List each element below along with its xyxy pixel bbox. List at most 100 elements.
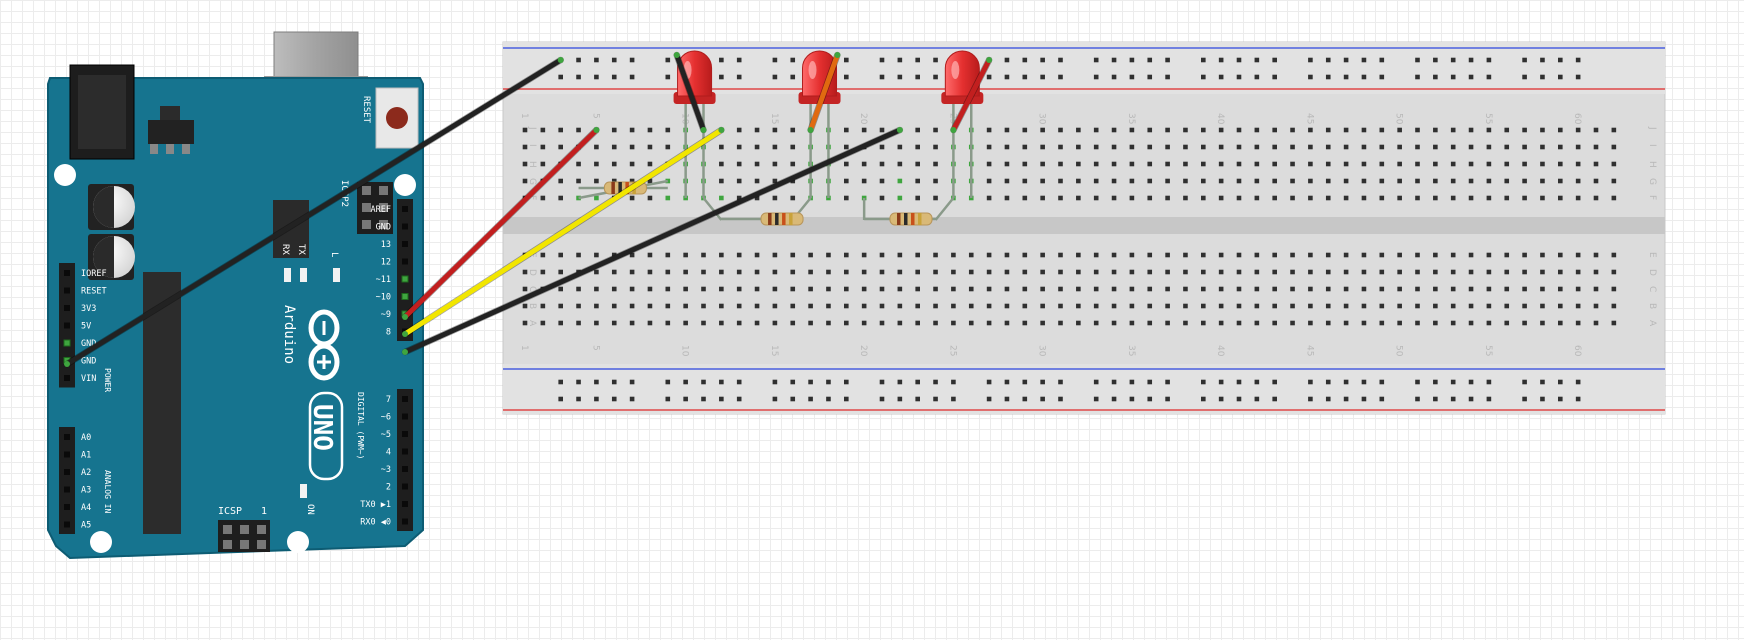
- breadboard-hole: [1397, 269, 1402, 275]
- rail-hole: [1022, 57, 1028, 63]
- breadboard-hole: [1129, 161, 1135, 167]
- digital-high-pin[interactable]: [402, 241, 408, 247]
- rail-hole: [933, 57, 938, 63]
- breadboard-hole: [736, 195, 742, 201]
- rail-hole: [790, 379, 796, 385]
- rail-hole: [1468, 57, 1474, 63]
- breadboard-hole: [1522, 252, 1527, 258]
- breadboard-hole: [1290, 303, 1295, 309]
- on-label: ON: [305, 504, 315, 515]
- power-pin-label: VIN: [81, 374, 96, 384]
- power-pin[interactable]: [64, 322, 70, 329]
- analog-pin-label: A1: [81, 451, 91, 461]
- breadboard-hole: [736, 269, 742, 275]
- rail-hole: [594, 396, 599, 402]
- rail-hole: [1308, 74, 1313, 80]
- column-number: 45: [1304, 113, 1314, 124]
- breadboard-hole: [1183, 178, 1188, 184]
- reset-button[interactable]: [375, 87, 419, 149]
- breadboard-hole: [754, 269, 760, 275]
- digital-low-pin[interactable]: [402, 483, 408, 490]
- wire-end: [402, 349, 408, 355]
- breadboard-hole: [683, 269, 688, 275]
- led3-jumper: [950, 56, 993, 134]
- digital-low-pin[interactable]: [402, 448, 408, 455]
- digital-low-pin[interactable]: [402, 501, 408, 507]
- analog-pin[interactable]: [64, 434, 70, 440]
- breadboard-hole: [1343, 286, 1349, 292]
- digital-low-pin[interactable]: [402, 518, 408, 525]
- breadboard-hole: [1486, 320, 1492, 326]
- breadboard-hole: [1468, 269, 1474, 275]
- digital-low-pin-label: 2: [386, 483, 391, 493]
- analog-pin[interactable]: [64, 521, 70, 528]
- digital-low-pin[interactable]: [402, 431, 408, 437]
- rail-hole: [1558, 57, 1563, 63]
- rail-hole: [915, 57, 920, 63]
- breadboard-hole: [611, 161, 617, 167]
- rail-hole: [1433, 74, 1438, 80]
- power-pin[interactable]: [64, 270, 70, 276]
- wire-body: [402, 127, 724, 337]
- breadboard-hole: [915, 320, 920, 326]
- power-pin[interactable]: [63, 339, 71, 347]
- digital-high-pin[interactable]: [402, 206, 408, 212]
- breadboard-hole: [1361, 269, 1367, 275]
- icsp-label: ICSP: [218, 506, 242, 517]
- analog-pin[interactable]: [64, 486, 70, 493]
- breadboard-hole: [897, 195, 903, 201]
- breadboard-hole: [683, 252, 688, 258]
- rail-hole: [1361, 74, 1367, 80]
- breadboard-hole: [1593, 320, 1599, 326]
- icsp-header: [218, 520, 270, 552]
- row-letter: C: [1647, 286, 1657, 292]
- breadboard-hole: [1004, 252, 1010, 258]
- digital-high-pin[interactable]: [401, 293, 409, 300]
- breadboard-hole: [1433, 127, 1438, 133]
- breadboard-hole: [665, 286, 671, 292]
- breadboard-hole: [1575, 161, 1581, 167]
- breadboard-hole: [1290, 320, 1295, 326]
- breadboard-hole: [1201, 252, 1206, 258]
- breadboard-hole: [1486, 286, 1492, 292]
- analog-pin[interactable]: [64, 469, 70, 475]
- breadboard-hole: [1183, 127, 1188, 133]
- breadboard-hole: [754, 195, 760, 201]
- digital-high-pin[interactable]: [402, 258, 408, 265]
- breadboard-hole: [540, 269, 546, 275]
- board-body: [47, 77, 424, 560]
- breadboard-hole: [1147, 269, 1153, 275]
- digital-low-pin[interactable]: [402, 413, 408, 420]
- digital-low-pin[interactable]: [402, 396, 408, 402]
- breadboard-hole: [1575, 252, 1581, 258]
- breadboard-hole: [772, 286, 778, 292]
- rail-hole: [933, 74, 938, 80]
- row-letter: A: [1647, 320, 1657, 327]
- rail-hole: [772, 379, 778, 385]
- breadboard-hole: [844, 195, 849, 201]
- power-pin[interactable]: [64, 305, 70, 311]
- breadboard-hole: [1415, 286, 1420, 292]
- digital-high-pin[interactable]: [402, 223, 408, 230]
- power-pin[interactable]: [64, 375, 70, 381]
- rail-hole: [736, 379, 742, 385]
- breadboard-hole: [1540, 161, 1545, 167]
- breadboard-hole: [933, 269, 938, 275]
- breadboard-hole: [1433, 144, 1438, 150]
- analog-pin-label: A5: [81, 521, 91, 531]
- rail-hole: [1522, 396, 1527, 402]
- breadboard-hole: [1272, 320, 1277, 326]
- digital-low-pin[interactable]: [402, 466, 408, 472]
- analog-pin[interactable]: [64, 451, 70, 458]
- power-pin[interactable]: [64, 287, 70, 294]
- analog-pin[interactable]: [64, 504, 70, 510]
- rail-hole: [1058, 396, 1063, 402]
- breadboard-hole: [1111, 252, 1117, 258]
- digital-high-pin[interactable]: [401, 275, 409, 283]
- breadboard-hole: [1325, 303, 1331, 309]
- breadboard-hole: [1147, 320, 1153, 326]
- breadboard-hole: [951, 303, 956, 309]
- breadboard-hole: [1183, 303, 1188, 309]
- rail-hole: [826, 396, 831, 402]
- rail-hole: [576, 57, 581, 63]
